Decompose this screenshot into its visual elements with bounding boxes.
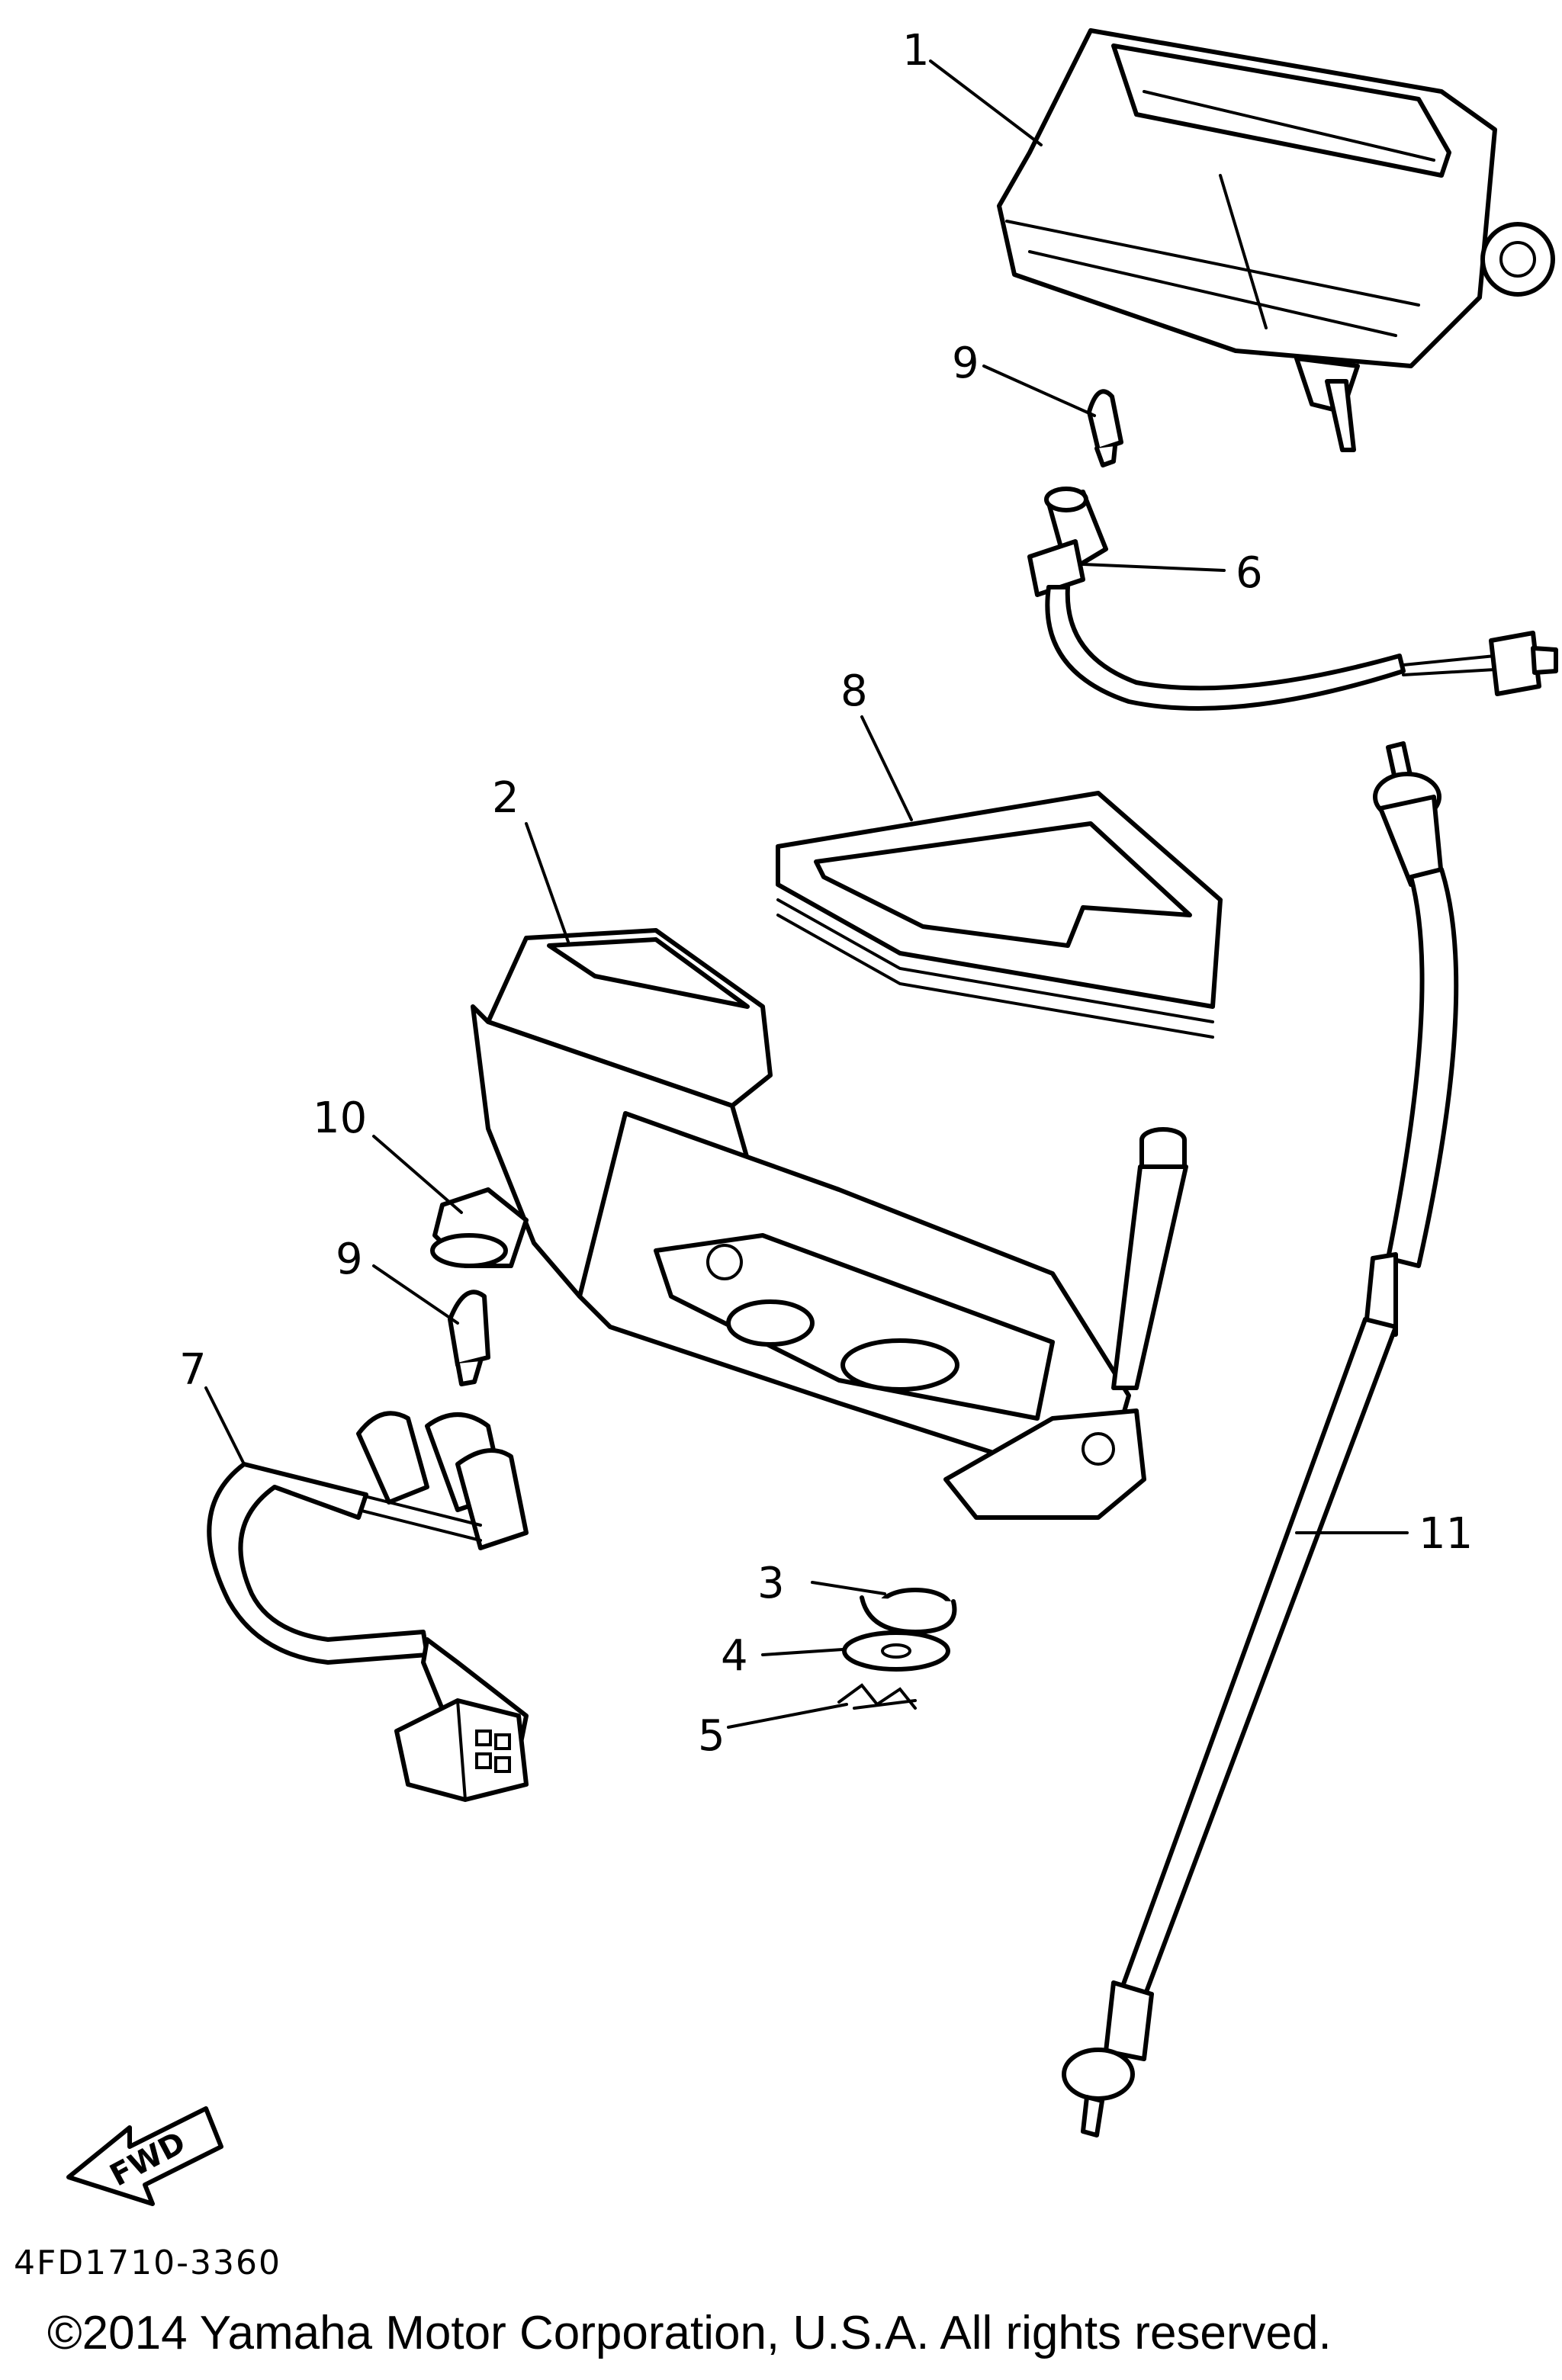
part-11-speedometer-cable [1062,741,1459,2138]
callout-6: 6 [1236,548,1263,598]
callout-9-upper: 9 [952,339,979,388]
part-1-meter-housing [997,28,1555,452]
callout-2: 2 [492,773,519,823]
part-4-washer [842,1630,950,1672]
part-3-grommet [860,1588,957,1634]
callout-8: 8 [840,666,868,716]
callout-9-lower: 9 [336,1235,363,1284]
part-2-meter-bracket [471,928,1146,1520]
copyright-notice: ©2014 Yamaha Motor Corporation, U.S.A. A… [47,2307,1332,2359]
callout-4: 4 [721,1631,748,1681]
callout-10: 10 [313,1094,367,1143]
fwd-arrow: FWD [66,2106,223,2206]
part-9-bulb-upper [1087,389,1123,467]
leader-lines [204,59,1409,1729]
callout-5: 5 [698,1711,725,1761]
callout-1: 1 [902,26,930,75]
part-6-bulb-socket-cord [1027,487,1558,711]
callout-3: 3 [757,1559,785,1608]
part-7-wire-harness [207,1411,529,1802]
part-5-clip [837,1683,917,1710]
callout-11: 11 [1419,1509,1473,1559]
part-8-gasket [776,791,1223,1039]
part-9-bulb-lower [448,1290,490,1386]
callout-numbers: 1 9 6 8 2 10 9 7 3 4 5 11 [179,26,1473,1761]
callout-7: 7 [179,1345,207,1395]
diagram-code: 4FD1710-3360 [14,2243,282,2282]
bolt [1111,1127,1188,1390]
